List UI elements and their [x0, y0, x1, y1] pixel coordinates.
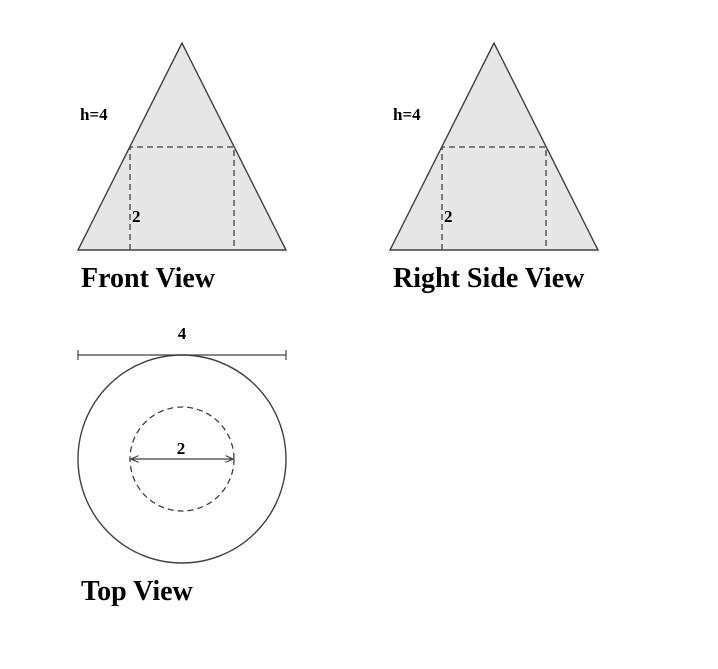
top-view: 4 2 Top View — [77, 324, 287, 607]
top-view-title: Top View — [81, 576, 194, 607]
right-side-view-height-label: h=4 — [393, 105, 421, 124]
right-side-view-title: Right Side View — [393, 263, 585, 294]
right-side-view-inner-label: 2 — [444, 207, 453, 226]
outer-diameter-label: 4 — [178, 324, 187, 343]
right-side-view-hidden-cylinder — [441, 146, 547, 250]
inner-diameter-label: 2 — [177, 439, 186, 458]
front-view: h=4 2 Front View — [76, 41, 288, 294]
front-view-hidden-cylinder — [129, 146, 235, 250]
front-view-inner-label: 2 — [132, 207, 141, 226]
top-view-inner-hidden-circle — [129, 406, 235, 512]
front-view-height-label: h=4 — [80, 105, 108, 124]
front-view-title: Front View — [81, 263, 216, 294]
top-view-outer-circle — [77, 354, 287, 564]
right-side-view: h=4 2 Right Side View — [388, 41, 600, 294]
